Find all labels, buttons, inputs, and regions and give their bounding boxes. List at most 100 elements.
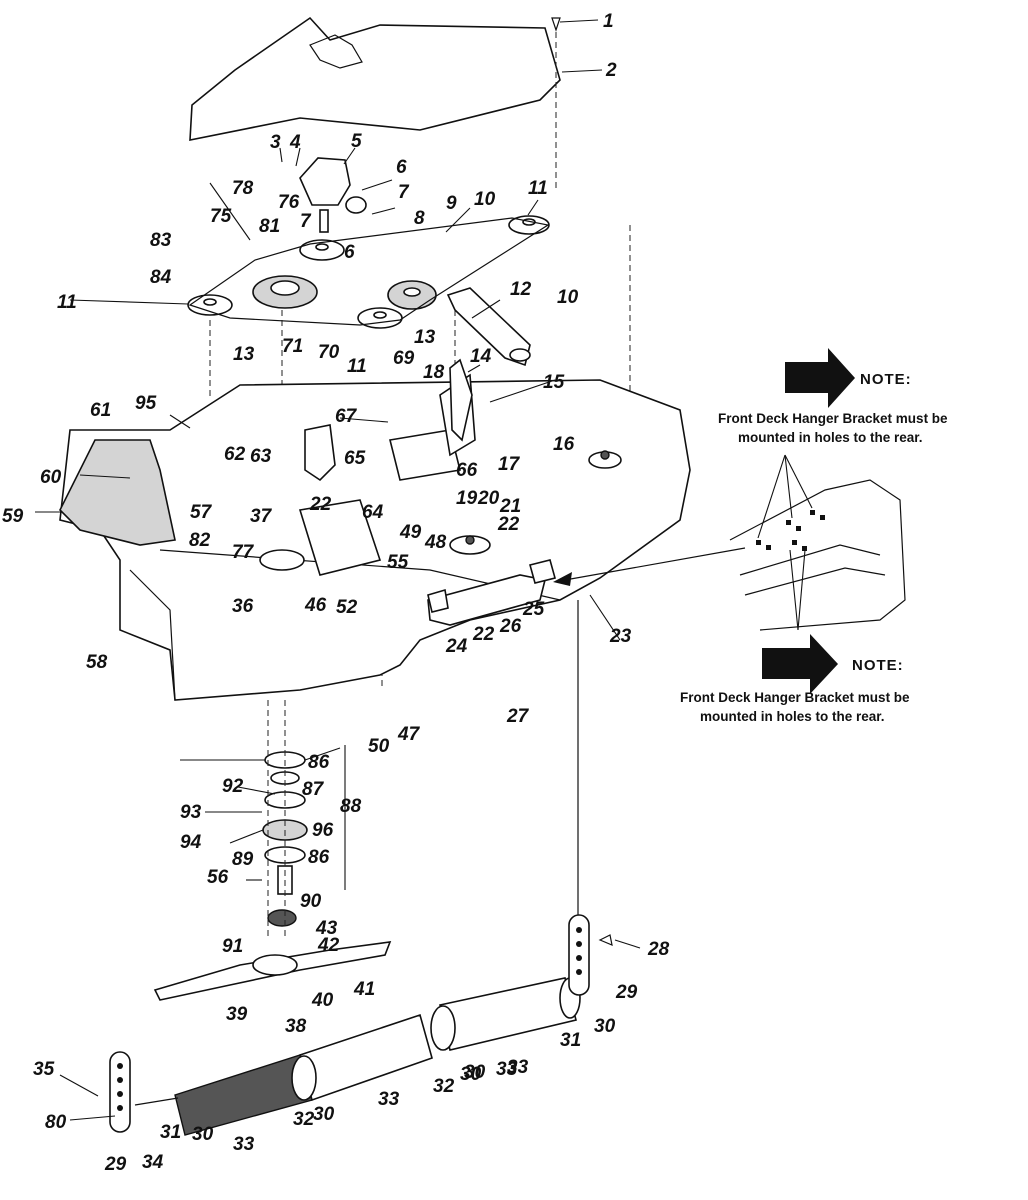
callout-14: 14 (470, 346, 492, 367)
callout-87: 87 (302, 779, 325, 800)
belt-cover (189, 16, 561, 141)
callout-96: 96 (312, 820, 334, 841)
callout-48: 48 (424, 532, 447, 553)
callout-30: 30 (192, 1124, 214, 1145)
note-2-line-2: mounted in holes to the rear. (700, 709, 885, 724)
note-arrow-1 (785, 348, 855, 408)
callout-16: 16 (553, 434, 575, 455)
callout-84: 84 (150, 267, 172, 288)
anti-scalp-roller (174, 1054, 313, 1136)
gearbox (299, 157, 351, 206)
callout-13: 13 (414, 327, 436, 348)
callout-66: 66 (456, 460, 478, 481)
callout-23: 23 (609, 626, 632, 647)
callout-46: 46 (304, 595, 327, 616)
callout-60: 60 (40, 467, 62, 488)
callout-24: 24 (445, 636, 468, 657)
callout-2: 2 (605, 60, 617, 81)
callout-94: 94 (180, 832, 202, 853)
callout-7: 7 (300, 211, 312, 232)
callout-86: 86 (308, 752, 330, 773)
callout-28: 28 (647, 939, 670, 960)
callout-18: 18 (423, 362, 445, 383)
callout-27: 27 (506, 706, 530, 727)
callout-8: 8 (414, 208, 425, 229)
front-hanger-bracket (427, 574, 546, 626)
callout-43: 43 (315, 918, 338, 939)
callout-50: 50 (368, 736, 390, 757)
callout-11: 11 (528, 178, 548, 199)
callout-11: 11 (347, 356, 367, 377)
callout-21: 21 (499, 496, 521, 517)
callout-33: 33 (507, 1057, 529, 1078)
callout-22: 22 (497, 514, 520, 535)
callout-76: 76 (278, 192, 300, 213)
callout-81: 81 (259, 216, 280, 237)
note-2-line-1: Front Deck Hanger Bracket must be (680, 690, 910, 705)
callout-35: 35 (33, 1059, 55, 1080)
callout-95: 95 (135, 393, 157, 414)
pulleys (187, 215, 550, 329)
callout-37: 37 (250, 506, 273, 527)
callout-41: 41 (353, 979, 375, 1000)
callout-22: 22 (309, 494, 332, 515)
callout-57: 57 (190, 502, 213, 523)
callout-61: 61 (90, 400, 111, 421)
callout-30: 30 (594, 1016, 616, 1037)
callout-69: 69 (393, 348, 415, 369)
callout-91: 91 (222, 936, 243, 957)
callout-25: 25 (522, 599, 545, 620)
callout-52: 52 (336, 597, 358, 618)
mower-deck (59, 379, 691, 701)
callout-90: 90 (300, 891, 322, 912)
callout-29: 29 (615, 982, 638, 1003)
callout-75: 75 (210, 206, 232, 227)
callout-11: 11 (57, 292, 77, 313)
callout-49: 49 (399, 522, 422, 543)
callout-88: 88 (340, 796, 362, 817)
callout-22: 22 (472, 624, 495, 645)
callout-56: 56 (207, 867, 229, 888)
callout-12: 12 (510, 279, 532, 300)
parts-drawing (59, 16, 906, 1136)
callout-30: 30 (313, 1104, 335, 1125)
note-1-line-1: Front Deck Hanger Bracket must be (718, 411, 948, 426)
callout-33: 33 (233, 1134, 255, 1155)
callout-70: 70 (318, 342, 340, 363)
callout-71: 71 (282, 336, 303, 357)
callout-62: 62 (224, 444, 246, 465)
callout-30: 30 (464, 1062, 486, 1083)
callout-89: 89 (232, 849, 254, 870)
callout-78: 78 (232, 178, 254, 199)
callout-20: 20 (477, 488, 500, 509)
drive-belt (188, 217, 550, 326)
idler-arm (446, 287, 531, 367)
callout-6: 6 (396, 157, 407, 178)
callout-26: 26 (499, 616, 522, 637)
callout-9: 9 (446, 193, 457, 214)
callout-7: 7 (398, 182, 410, 203)
callout-33: 33 (378, 1089, 400, 1110)
callout-59: 59 (2, 506, 24, 527)
note-1: NOTE: Front Deck Hanger Bracket must be … (718, 371, 948, 445)
note-2: NOTE: Front Deck Hanger Bracket must be … (680, 657, 910, 724)
callout-3: 3 (270, 132, 281, 153)
callout-32: 32 (433, 1076, 455, 1097)
callout-31: 31 (160, 1122, 181, 1143)
callout-65: 65 (344, 448, 366, 469)
callout-36: 36 (232, 596, 254, 617)
callout-5: 5 (351, 131, 362, 152)
callout-47: 47 (397, 724, 421, 745)
callout-38: 38 (285, 1016, 307, 1037)
callout-34: 34 (142, 1152, 164, 1173)
leader-lines (35, 19, 641, 1121)
discharge-chute (59, 439, 176, 546)
callout-67: 67 (335, 406, 358, 427)
callout-58: 58 (86, 652, 108, 673)
callout-4: 4 (289, 132, 301, 153)
note-1-line-2: mounted in holes to the rear. (738, 430, 923, 445)
callout-30: 30 (460, 1064, 482, 1085)
callout-32: 32 (293, 1109, 315, 1130)
